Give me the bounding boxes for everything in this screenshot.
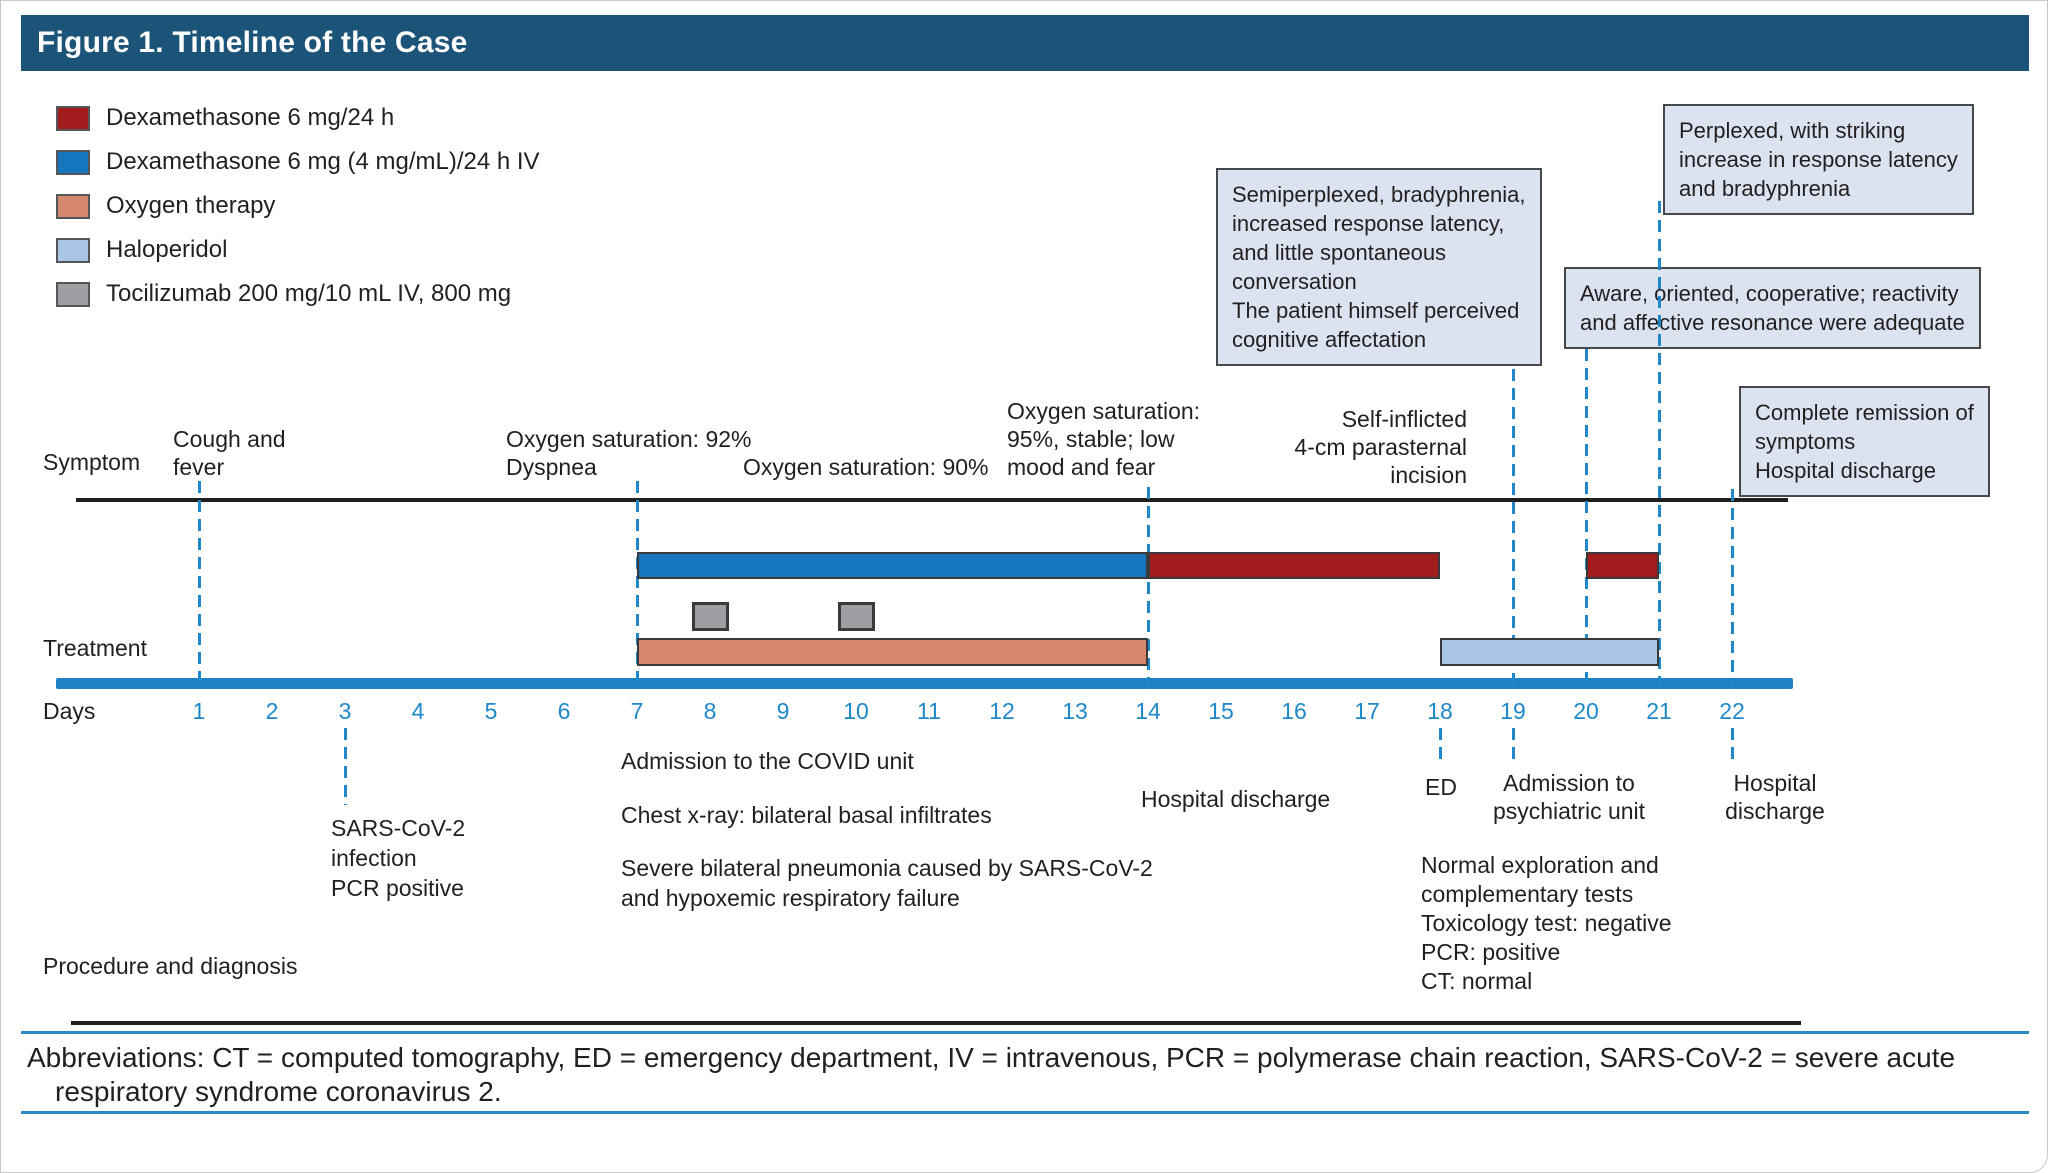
callout-perplexed: Perplexed, with striking increase in res… (1663, 104, 1974, 215)
dashed-line-day-7 (636, 481, 639, 689)
annotation-cough-fever: Cough and fever (173, 426, 286, 480)
day-tick-label-8: 8 (703, 698, 717, 724)
figure-title: Figure 1. Timeline of the Case (21, 15, 2029, 71)
light-blue-swatch-icon (56, 237, 90, 263)
symptom-row-label: Symptom (43, 449, 141, 475)
gray-swatch-icon (56, 281, 90, 307)
dashed-line-day-20 (1585, 349, 1588, 689)
day-tick-label-20: 20 (1573, 698, 1599, 724)
annotation-normal-exploration: Normal exploration and complementary tes… (1421, 852, 1672, 994)
dashed-line-day-21 (1658, 201, 1661, 689)
salmon-swatch-icon (56, 193, 90, 219)
day-tick-label-22: 22 (1719, 698, 1745, 724)
abbreviations-line2: respiratory syndrome coronavirus 2. (55, 1076, 502, 1107)
legend-item-label: Oxygen therapy (106, 192, 276, 219)
callout-aware-oriented: Aware, oriented, cooperative; reactivity… (1564, 267, 1981, 349)
dashed-line-day-3 (344, 728, 347, 805)
day-tick-label-9: 9 (776, 698, 790, 724)
dashed-line-day-19 (1512, 369, 1515, 689)
callout-complete-remission: Complete remission of symptoms Hospital … (1739, 386, 1990, 497)
days-axis-line (56, 678, 1793, 689)
abbreviations-bottom-rule (21, 1111, 2029, 1114)
legend-item-dexamethasone-oral: Dexamethasone 6 mg/24 h (56, 103, 394, 133)
days-axis-label: Days (43, 698, 96, 724)
bar-oxygen-therapy (637, 638, 1148, 666)
legend-item-label: Dexamethasone 6 mg/24 h (106, 104, 395, 131)
abbreviations-top-rule (21, 1031, 2029, 1034)
day-tick-label-15: 15 (1208, 698, 1234, 724)
annotation-o2-92-dyspnea: Oxygen saturation: 92% Dyspnea (506, 426, 752, 480)
legend-item-dexamethasone-iv: Dexamethasone 6 mg (4 mg/mL)/24 h IV (56, 147, 540, 177)
annotation-pcr-positive: SARS-CoV-2 infection PCR positive (331, 815, 466, 901)
day-tick-label-18: 18 (1427, 698, 1453, 724)
annotation-self-inflicted-incision: Self-inflicted 4-cm parasternal incision (1294, 406, 1467, 488)
dashed-line-day-18 (1439, 728, 1442, 762)
dashed-line-day-22-below (1731, 728, 1734, 762)
legend-item-haloperidol: Haloperidol (56, 235, 227, 265)
bar-dexamethasone-oral-phase1 (1148, 552, 1440, 579)
day-tick-label-12: 12 (989, 698, 1015, 724)
symptom-baseline (76, 498, 1788, 502)
legend-item-oxygen-therapy: Oxygen therapy (56, 191, 275, 221)
dashed-line-day-19-below (1512, 728, 1515, 762)
day-tick-label-19: 19 (1500, 698, 1526, 724)
day-tick-label-7: 7 (630, 698, 644, 724)
day-tick-label-16: 16 (1281, 698, 1307, 724)
marker-tocilizumab-dose-1 (692, 602, 729, 631)
procedure-row-label: Procedure and diagnosis (43, 953, 298, 979)
dashed-line-day-22 (1731, 489, 1734, 689)
annotation-o2-95-low-mood: Oxygen saturation: 95%, stable; low mood… (1007, 398, 1201, 480)
treatment-row-label: Treatment (43, 635, 147, 661)
procedure-baseline (71, 1021, 1801, 1025)
annotation-pneumonia: Severe bilateral pneumonia caused by SAR… (621, 855, 1153, 911)
day-tick-label-2: 2 (265, 698, 279, 724)
annotation-hospital-discharge-2: Hospital discharge (1725, 770, 1825, 824)
day-tick-label-4: 4 (411, 698, 425, 724)
annotation-admission-psychiatric: Admission to psychiatric unit (1492, 770, 1646, 824)
dashed-line-day-1 (198, 481, 201, 689)
blue-swatch-icon (56, 149, 90, 175)
legend-item-tocilizumab: Tocilizumab 200 mg/10 mL IV, 800 mg (56, 279, 511, 309)
bar-dexamethasone-oral-phase2 (1586, 552, 1659, 579)
annotation-ed: ED (1425, 774, 1457, 800)
legend-item-label: Tocilizumab 200 mg/10 mL IV, 800 mg (106, 280, 512, 307)
dark-red-swatch-icon (56, 105, 90, 131)
day-tick-label-3: 3 (338, 698, 352, 724)
legend-item-label: Dexamethasone 6 mg (4 mg/mL)/24 h IV (106, 148, 540, 175)
dashed-line-day-14 (1147, 487, 1150, 689)
annotation-hospital-discharge-1: Hospital discharge (1141, 786, 1331, 812)
bar-haloperidol (1440, 638, 1659, 666)
day-tick-label-1: 1 (192, 698, 206, 724)
day-tick-label-5: 5 (484, 698, 498, 724)
day-tick-label-6: 6 (557, 698, 571, 724)
annotation-o2-90: Oxygen saturation: 90% (743, 454, 989, 480)
legend-item-label: Haloperidol (106, 236, 228, 263)
abbreviations-line1: Abbreviations: CT = computed tomography,… (27, 1042, 1956, 1073)
day-tick-label-13: 13 (1062, 698, 1088, 724)
day-tick-label-14: 14 (1135, 698, 1161, 724)
day-tick-label-10: 10 (843, 698, 869, 724)
day-tick-label-11: 11 (917, 698, 941, 724)
day-tick-label-21: 21 (1646, 698, 1672, 724)
callout-semiperplexed: Semiperplexed, bradyphrenia, increased r… (1216, 168, 1542, 366)
annotation-admission-covid-unit: Admission to the COVID unit (621, 748, 914, 774)
annotation-chest-xray: Chest x-ray: bilateral basal infiltrates (621, 802, 992, 828)
day-tick-label-17: 17 (1354, 698, 1380, 724)
marker-tocilizumab-dose-2 (838, 602, 875, 631)
bar-dexamethasone-iv (637, 552, 1148, 579)
